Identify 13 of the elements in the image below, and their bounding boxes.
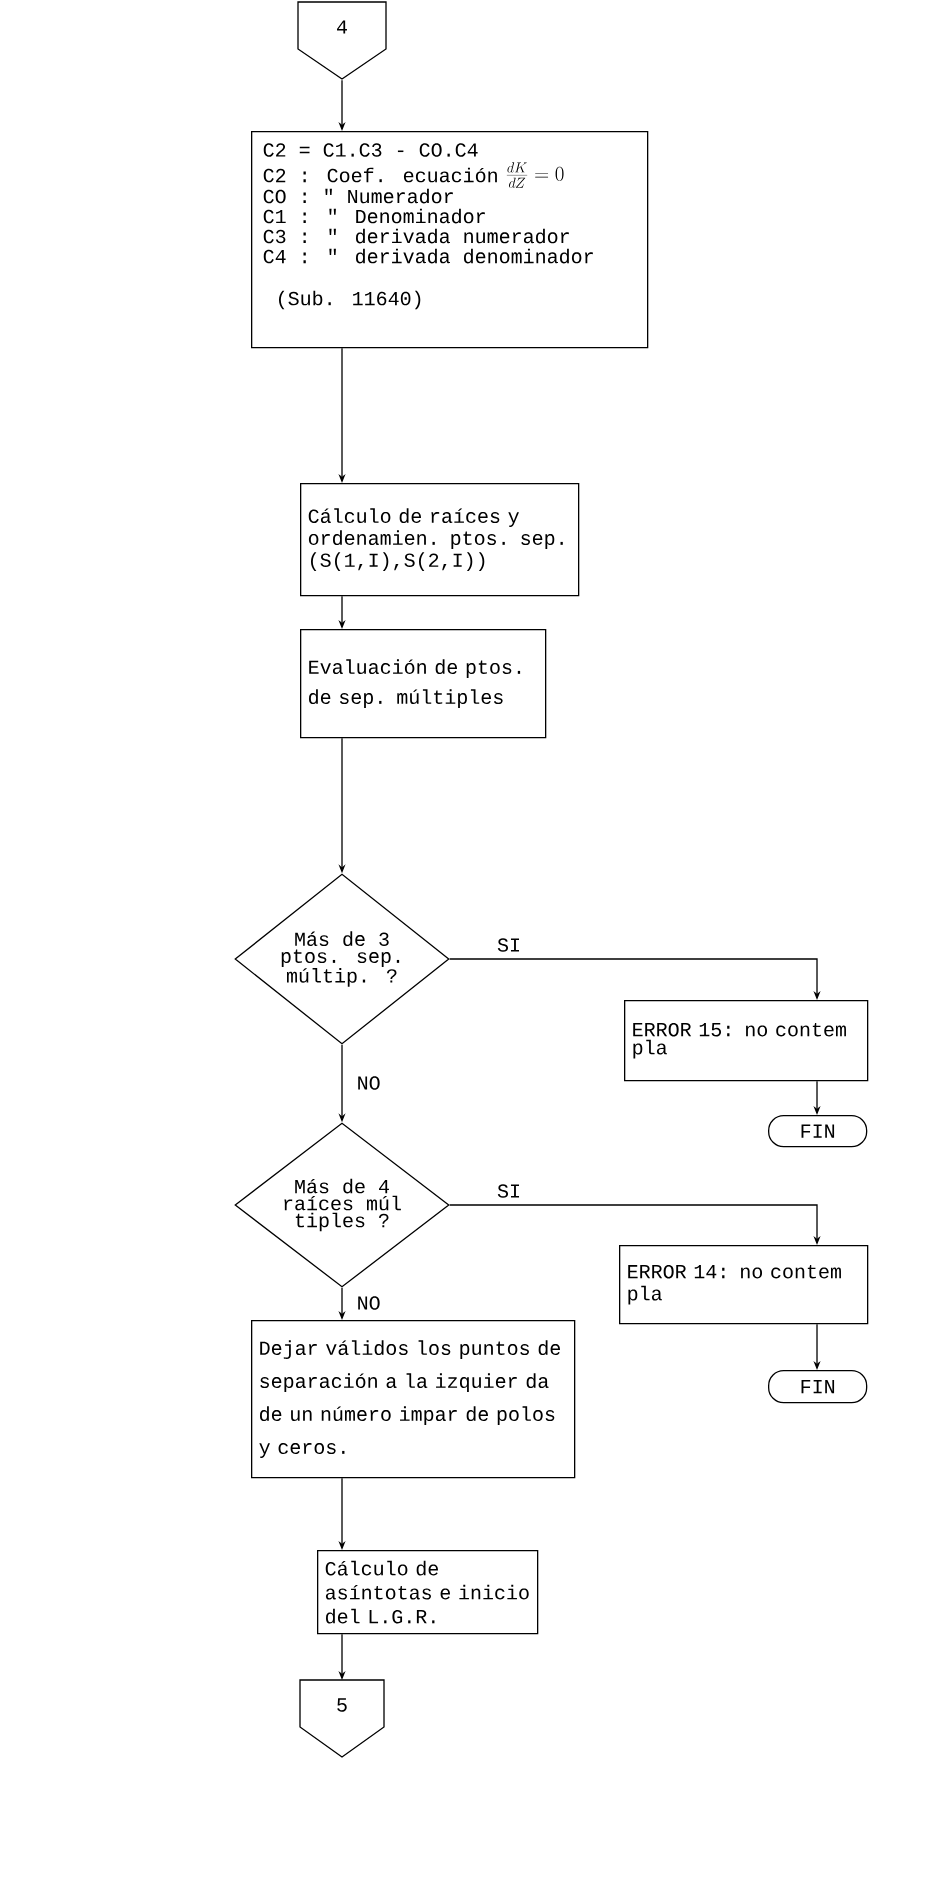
process-box: ERROR 15: no contem pla <box>624 1000 869 1082</box>
off-page-connector: 5 <box>299 1679 385 1758</box>
process-box: Cálculo de raíces y ordenamien. ptos. sep. (S(1,I),S(2,I)) <box>300 483 580 597</box>
process-box: Evaluación de ptos. de sep. múltiples <box>300 629 547 739</box>
process-box: Cálculo de asíntotas e inicio del L.G.R. <box>317 1550 539 1635</box>
edge-label: NO <box>354 1294 383 1312</box>
process-box: ERROR 14: no contem pla <box>619 1245 869 1325</box>
edge-label: SI <box>495 936 523 954</box>
off-page-connector: 4 <box>297 1 387 80</box>
edge-label: NO <box>354 1074 383 1092</box>
process-box: C2 = C1.C3 - CO.C4 C2 : Coef. ecuación $\frac{dK}{dZ}=0$ CO : " Numerador C1 : " Denominador C3 : " derivada numerador C4 : " derivada denominador (Sub. 11640) <box>251 131 649 349</box>
edge-label: SI <box>495 1182 523 1200</box>
process-box: Dejar válidos los puntos de separación a la izquier da de un número impar de polos y ceros. <box>251 1320 576 1479</box>
